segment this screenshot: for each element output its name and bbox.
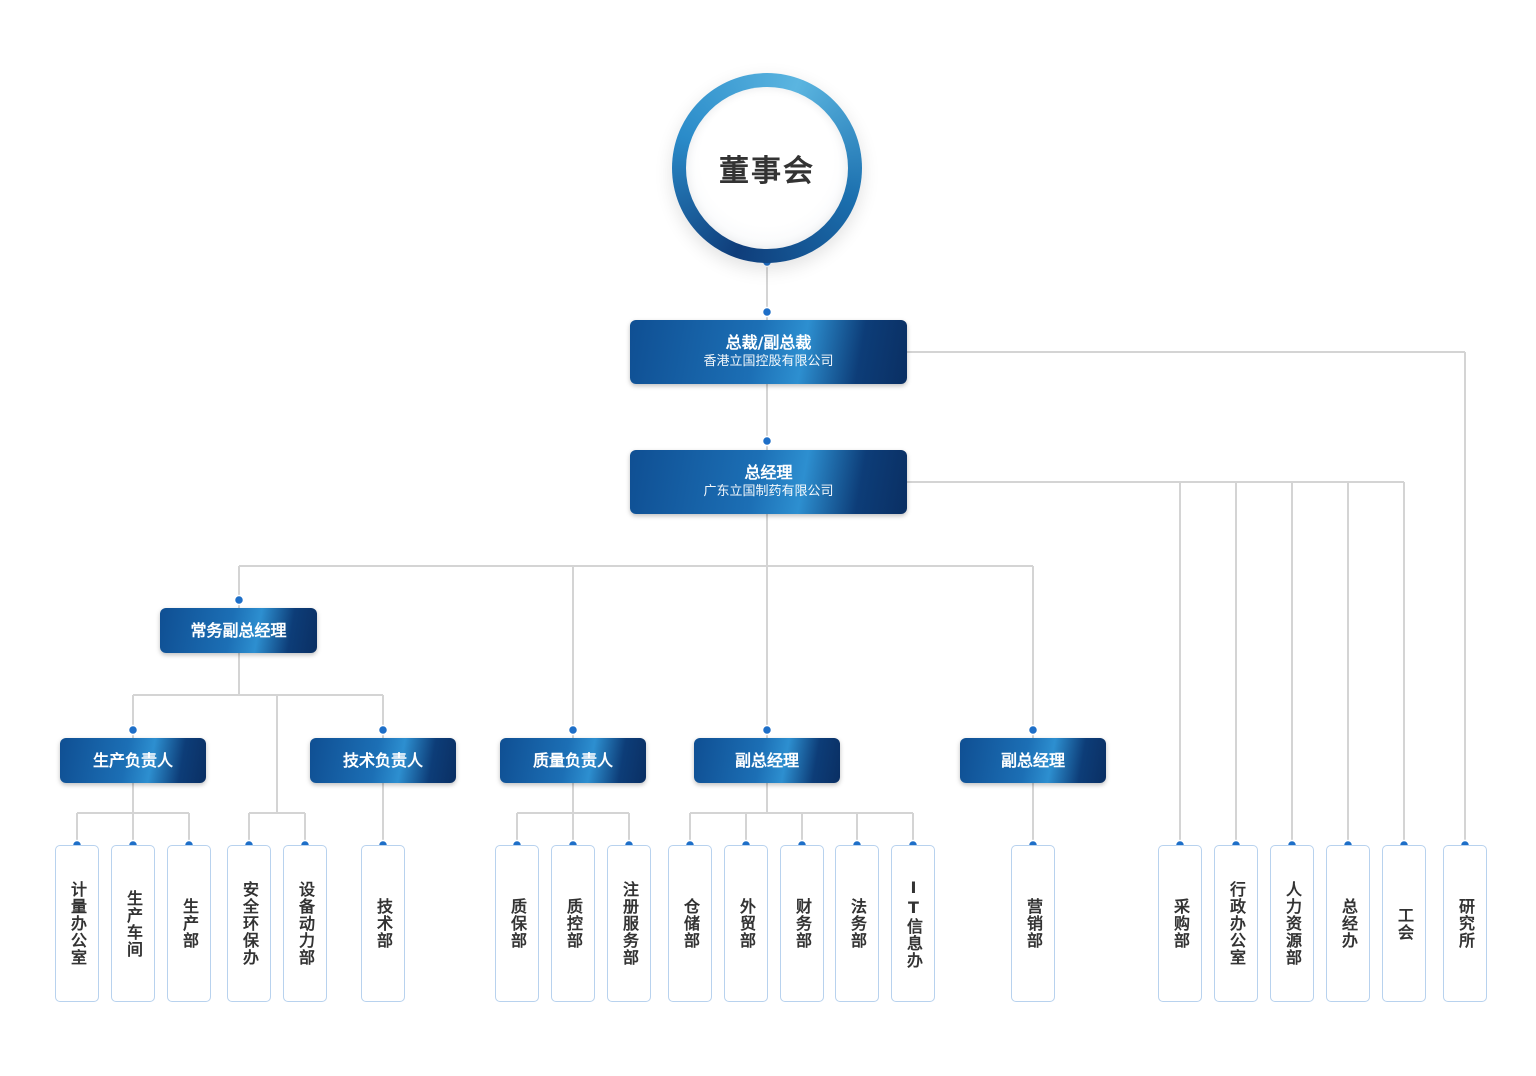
dept-admin-office[interactable]: 行政办公室 — [1214, 845, 1258, 1002]
dept-technology-label: 技术部 — [374, 898, 393, 949]
dept-it[interactable]: IT信息办 — [891, 845, 935, 1002]
dept-hr-label: 人力资源部 — [1283, 881, 1302, 966]
general-manager-subtitle: 广东立国制药有限公司 — [703, 484, 834, 499]
dept-production-label: 生产部 — [180, 898, 199, 949]
dept-marketing-label: 营销部 — [1024, 898, 1043, 949]
dept-warehouse[interactable]: 仓储部 — [668, 845, 712, 1002]
board-inner: 董事会 — [686, 87, 848, 249]
president-title: 总裁/副总裁 — [725, 333, 812, 352]
connector-dot — [233, 594, 245, 606]
tech-head-box[interactable]: 技术负责人 — [310, 738, 456, 783]
president-box[interactable]: 总裁/副总裁 香港立国控股有限公司 — [630, 320, 907, 384]
dept-metrology-office[interactable]: 计量办公室 — [55, 845, 99, 1002]
dept-quality-assurance-label: 质保部 — [508, 898, 527, 949]
board-circle[interactable]: 董事会 — [672, 73, 862, 263]
dept-warehouse-label: 仓储部 — [681, 898, 700, 949]
executive-vp-label: 常务副总经理 — [190, 620, 287, 640]
board-label: 董事会 — [719, 154, 815, 189]
dept-admin-office-label: 行政办公室 — [1227, 881, 1246, 966]
connector-dot — [127, 724, 139, 736]
executive-vp-box[interactable]: 常务副总经理 — [160, 608, 317, 653]
dept-gm-office[interactable]: 总经办 — [1326, 845, 1370, 1002]
dept-research[interactable]: 研究所 — [1443, 845, 1487, 1002]
dept-production-workshop-label: 生产车间 — [124, 889, 143, 958]
deputy-gm-2-box[interactable]: 副总经理 — [960, 738, 1106, 783]
dept-research-label: 研究所 — [1456, 898, 1475, 949]
dept-technology[interactable]: 技术部 — [361, 845, 405, 1002]
deputy-gm-2-label: 副总经理 — [1000, 750, 1065, 770]
dept-legal[interactable]: 法务部 — [835, 845, 879, 1002]
tech-head-label: 技术负责人 — [342, 750, 423, 770]
dept-hr[interactable]: 人力资源部 — [1270, 845, 1314, 1002]
connector-dot — [761, 724, 773, 736]
dept-procurement-label: 采购部 — [1171, 898, 1190, 949]
dept-metrology-office-label: 计量办公室 — [68, 881, 87, 966]
dept-union-label: 工会 — [1395, 906, 1414, 941]
dept-registration-label: 注册服务部 — [620, 881, 639, 966]
dept-procurement[interactable]: 采购部 — [1158, 845, 1202, 1002]
dept-foreign-trade[interactable]: 外贸部 — [724, 845, 768, 1002]
connector-dot — [377, 724, 389, 736]
dept-union[interactable]: 工会 — [1382, 845, 1426, 1002]
dept-gm-office-label: 总经办 — [1339, 898, 1358, 949]
dept-production-workshop[interactable]: 生产车间 — [111, 845, 155, 1002]
dept-safety-env-label: 安全环保办 — [240, 881, 259, 966]
president-subtitle: 香港立国控股有限公司 — [703, 354, 834, 369]
dept-finance[interactable]: 财务部 — [780, 845, 824, 1002]
general-manager-title: 总经理 — [744, 463, 793, 482]
dept-legal-label: 法务部 — [848, 898, 867, 949]
connector-dot — [567, 724, 579, 736]
connector-dot — [761, 435, 773, 447]
dept-quality-control-label: 质控部 — [564, 898, 583, 949]
connector-dot — [1027, 724, 1039, 736]
quality-head-box[interactable]: 质量负责人 — [500, 738, 646, 783]
general-manager-box[interactable]: 总经理 广东立国制药有限公司 — [630, 450, 907, 514]
deputy-gm-1-label: 副总经理 — [734, 750, 799, 770]
dept-finance-label: 财务部 — [793, 898, 812, 949]
dept-quality-assurance[interactable]: 质保部 — [495, 845, 539, 1002]
dept-quality-control[interactable]: 质控部 — [551, 845, 595, 1002]
dept-marketing[interactable]: 营销部 — [1011, 845, 1055, 1002]
deputy-gm-1-box[interactable]: 副总经理 — [694, 738, 840, 783]
dept-production[interactable]: 生产部 — [167, 845, 211, 1002]
dept-equipment-power-label: 设备动力部 — [296, 881, 315, 966]
dept-safety-env[interactable]: 安全环保办 — [227, 845, 271, 1002]
dept-it-label: IT信息办 — [904, 878, 923, 969]
dept-registration[interactable]: 注册服务部 — [607, 845, 651, 1002]
quality-head-label: 质量负责人 — [532, 750, 613, 770]
production-head-box[interactable]: 生产负责人 — [60, 738, 206, 783]
dept-equipment-power[interactable]: 设备动力部 — [283, 845, 327, 1002]
connector-dot — [761, 306, 773, 318]
dept-foreign-trade-label: 外贸部 — [737, 898, 756, 949]
production-head-label: 生产负责人 — [92, 750, 173, 770]
